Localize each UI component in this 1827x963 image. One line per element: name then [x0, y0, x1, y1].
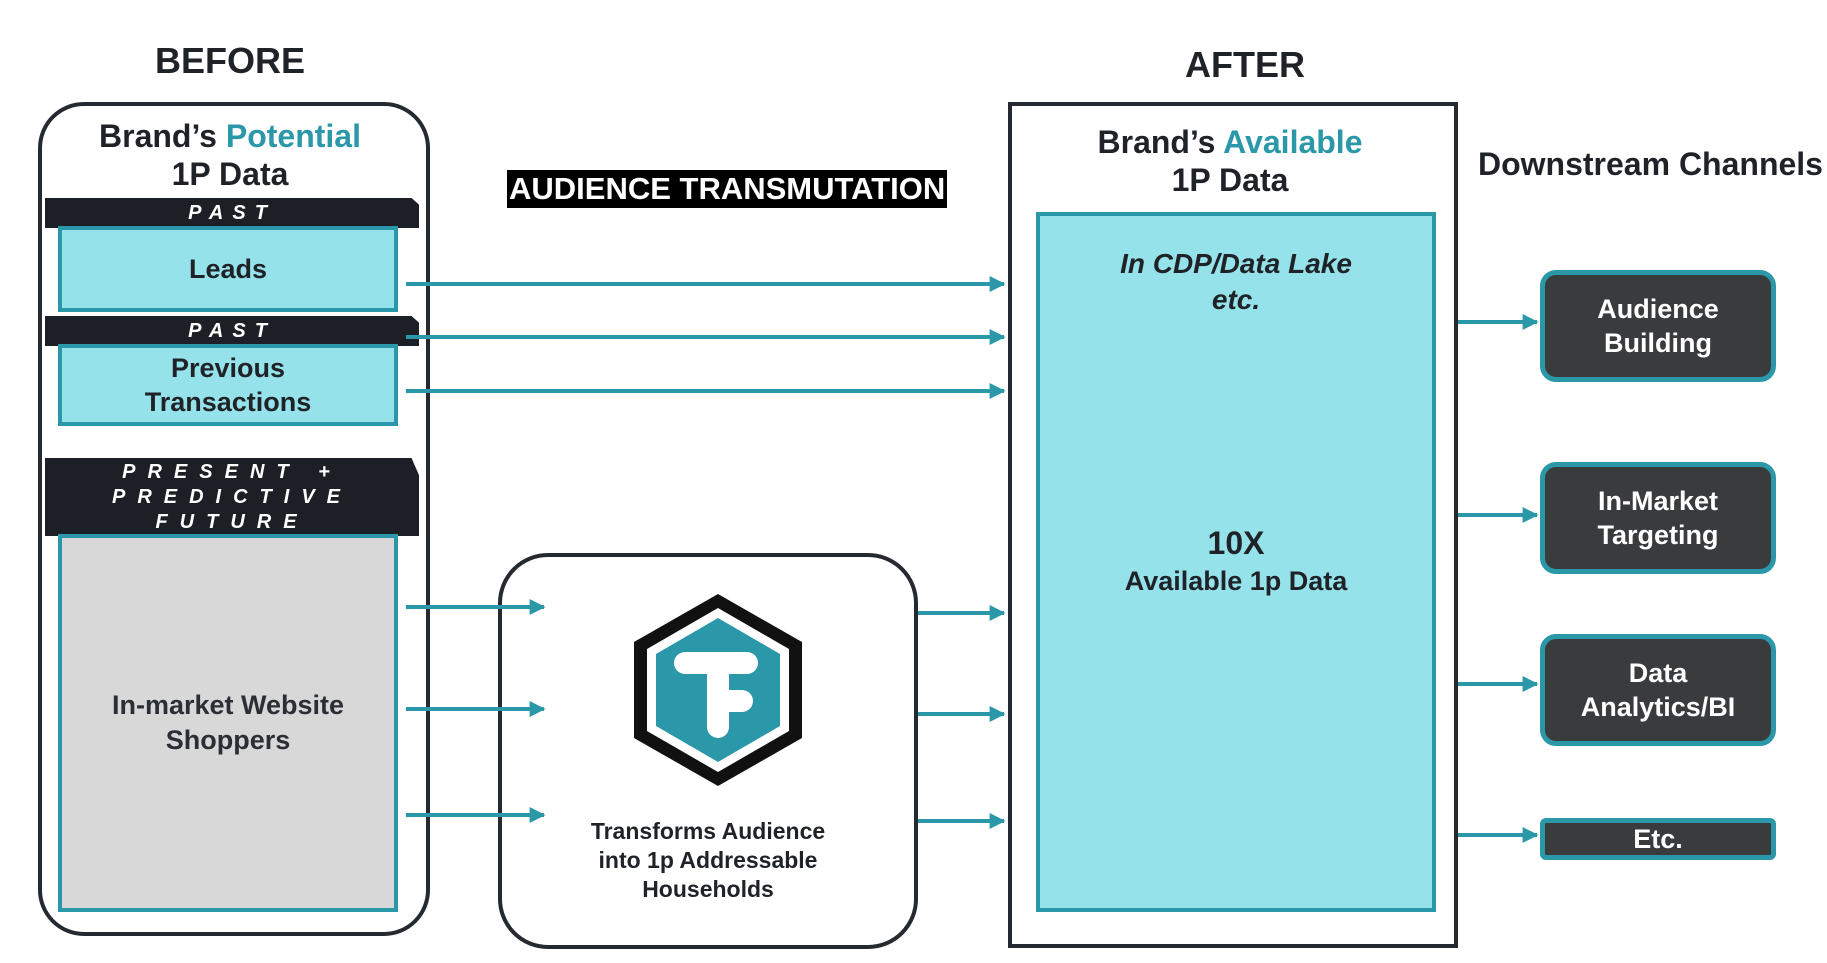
- past-tag-transactions: PAST: [45, 316, 419, 346]
- channel-audience-building-line2: Building: [1604, 328, 1712, 358]
- after-header-line2: 1P Data: [1171, 162, 1289, 198]
- cdp-note: In CDP/Data Lake etc.: [1040, 246, 1432, 318]
- channel-audience-building: Audience Building: [1540, 270, 1776, 382]
- cdp-note-line1: In CDP/Data Lake: [1120, 248, 1352, 279]
- before-title: BEFORE: [154, 40, 305, 81]
- audience-transmutation-banner: AUDIENCE TRANSMUTATION: [507, 170, 948, 208]
- transmutation-caption: Transforms Audience into 1p Addressable …: [508, 817, 908, 904]
- channel-audience-building-line1: Audience: [1597, 294, 1719, 324]
- previous-transactions-label-line1: Previous: [170, 353, 286, 383]
- leads-label: Leads: [188, 254, 268, 284]
- channel-in-market-targeting: In-Market Targeting: [1540, 462, 1776, 574]
- present-predictive-future-tag: PRESENT + PREDICTIVE FUTURE: [45, 458, 419, 536]
- before-container: [38, 102, 430, 936]
- in-market-shoppers-label-line1: In-market Website: [111, 690, 345, 720]
- channel-data-analytics: Data Analytics/BI: [1540, 634, 1776, 746]
- channel-data-analytics-line1: Data: [1628, 658, 1688, 688]
- present-tag-line1: PRESENT +: [122, 461, 342, 483]
- channel-etc-label: Etc.: [1633, 824, 1683, 854]
- present-tag-line3: FUTURE: [155, 511, 309, 533]
- available-data-box: [1036, 212, 1436, 912]
- after-header: Brand’s Available 1P Data: [1040, 123, 1420, 199]
- channel-data-analytics-line2: Analytics/BI: [1580, 692, 1736, 722]
- previous-transactions-label-line2: Transactions: [144, 387, 312, 417]
- downstream-title: Downstream Channels: [1478, 146, 1823, 182]
- after-title: AFTER: [1185, 44, 1305, 85]
- in-market-shoppers-box: In-market Website Shoppers: [58, 534, 398, 912]
- after-header-highlight: Available: [1223, 124, 1363, 160]
- past-tag-leads-text: PAST: [188, 202, 276, 224]
- present-tag-line2: PREDICTIVE: [111, 486, 353, 508]
- in-market-shoppers-label-line2: Shoppers: [165, 725, 291, 755]
- before-header: Brand’s Potential 1P Data: [60, 117, 400, 193]
- cdp-note-line2: etc.: [1211, 284, 1261, 315]
- ten-x-metric: 10X: [1207, 525, 1265, 561]
- after-container: [1008, 102, 1458, 948]
- caption-line1: Transforms Audience: [590, 818, 826, 844]
- ten-x-metric-label: Available 1p Data: [1124, 566, 1348, 596]
- leads-box: Leads: [58, 226, 398, 312]
- channel-in-market-targeting-line1: In-Market: [1597, 486, 1719, 516]
- channel-in-market-targeting-line2: Targeting: [1597, 520, 1719, 550]
- channel-etc: Etc.: [1540, 818, 1776, 860]
- hexagon-t-logo-icon: [634, 594, 802, 786]
- before-header-highlight: Potential: [225, 118, 361, 154]
- past-tag-transactions-text: PAST: [188, 320, 276, 342]
- caption-line2: into 1p Addressable: [598, 847, 818, 873]
- past-tag-leads: PAST: [45, 198, 419, 228]
- before-header-line2: 1P Data: [171, 156, 289, 192]
- caption-line3: Households: [642, 876, 774, 902]
- before-header-prefix: Brand’s: [99, 118, 226, 154]
- after-header-prefix: Brand’s: [1097, 124, 1224, 160]
- previous-transactions-box: Previous Transactions: [58, 344, 398, 426]
